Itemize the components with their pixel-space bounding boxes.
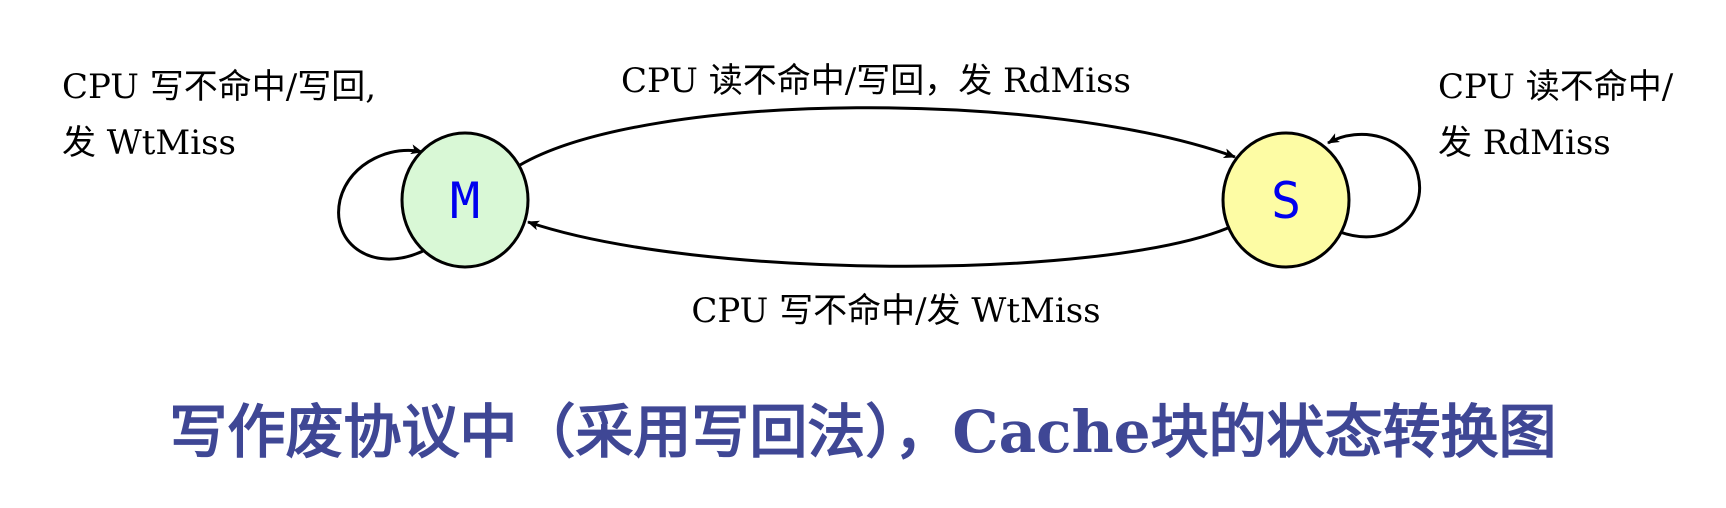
diagram-caption: 写作废协议中（采用写回法），Cache块的状态转换图 xyxy=(169,398,1557,466)
state-s: S xyxy=(1221,131,1351,269)
state-s-circle xyxy=(1221,131,1351,269)
m-to-s-label: CPU 读不命中/写回，发 RdMiss xyxy=(621,61,1131,101)
m-self-loop-label-line1: CPU 写不命中/写回, xyxy=(62,67,376,107)
m-self-loop-label-line2: 发 WtMiss xyxy=(62,123,236,163)
m-self-loop-arrow xyxy=(337,144,426,261)
state-s-label: S xyxy=(1271,172,1301,230)
s-self-loop-arrow xyxy=(1327,132,1421,239)
s-self-loop-label-line1: CPU 读不命中/ xyxy=(1438,67,1674,107)
state-m-label: M xyxy=(450,172,480,230)
state-m: M xyxy=(400,131,530,269)
s-to-m-label: CPU 写不命中/发 WtMiss xyxy=(691,291,1100,331)
m-to-s-arrow xyxy=(519,106,1236,167)
s-to-m-arrow xyxy=(527,220,1229,268)
state-m-circle xyxy=(400,131,530,269)
s-self-loop-label-line2: 发 RdMiss xyxy=(1438,123,1611,163)
